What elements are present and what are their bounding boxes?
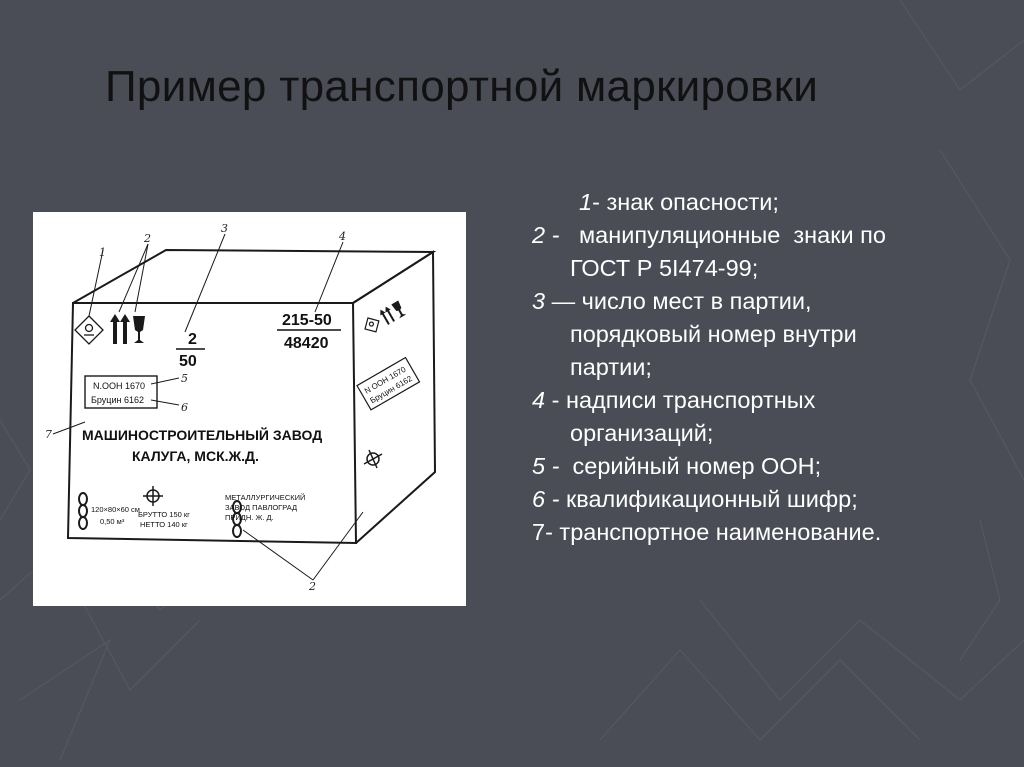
legend-text-7: 7- транспортное наименование. (532, 519, 882, 545)
callout-5: 5 (181, 372, 188, 385)
legend-text-5: серийный номер ООН; (565, 453, 822, 479)
legend-sep-4: - (545, 387, 566, 413)
legend-num-5: 5 - (532, 453, 566, 479)
callout-1: 1 (99, 246, 106, 259)
center-of-gravity-icon (143, 486, 163, 506)
un-number-box (84, 375, 158, 409)
legend-num-1: 1 (579, 189, 593, 215)
legend-text-1: знак опасности; (606, 189, 779, 215)
side-hazard-sign-icon (364, 317, 380, 333)
legend-sep-3: — (545, 288, 582, 314)
box-top-face (72, 248, 437, 304)
callout-7: 7 (45, 428, 52, 441)
legend-text-2b: ГОСТ Р 5I474-99; (570, 255, 759, 281)
side-un-box (356, 356, 421, 411)
legend-item-4: 4 - надписи транспортных организаций; (532, 384, 1002, 450)
legend-text-4b: организаций; (570, 420, 714, 446)
legend-text-6: квалификационный шифр; (565, 486, 858, 512)
legend-item-6: 6 - квалификационный шифр; (532, 483, 1002, 516)
box-drawing: 1 2 3 4 5 6 7 2 2 50 215-50 (45, 222, 437, 593)
legend-text-3c: партии; (570, 354, 652, 380)
destination-line1: МЕТАЛЛУРГИЧЕСКИЙ (225, 493, 305, 502)
callout-6: 6 (181, 401, 188, 414)
legend-item-7: 7- транспортное наименование. (532, 516, 1002, 549)
legend-item-2: 2 - манипуляционные знаки по ГОСТ Р 5I47… (532, 219, 1002, 285)
legend-num-6: 6 - (532, 486, 566, 512)
legend-text-4a: надписи транспортных (565, 387, 816, 413)
legend-list: 1- знак опасности; 2 - манипуляционные з… (532, 186, 1002, 549)
callout-4: 4 (338, 230, 346, 243)
manufacturer-line1: МАШИНОСТРОИТЕЛЬНЫЙ ЗАВОД (82, 426, 322, 443)
callout-2: 2 (143, 232, 151, 245)
legend-text-3a: число мест в партии, (581, 288, 812, 314)
callout-2-bottom: 2 (308, 580, 316, 593)
side-this-way-up-icon (380, 306, 395, 325)
side-fragile-glass-icon (391, 300, 407, 319)
legend-num-3: 3 (532, 288, 546, 314)
this-way-up-icon (110, 314, 130, 344)
box-marking-figure: 1 2 3 4 5 6 7 2 2 50 215-50 (33, 212, 466, 606)
legend-text-2a: манипуляционные знаки по (565, 222, 886, 248)
callout-3: 3 (221, 222, 228, 235)
center-of-gravity-side-icon (363, 449, 383, 469)
chain-sling-icon-2 (232, 500, 242, 538)
legend-num-4: 4 (532, 387, 546, 413)
places-top: 2 (188, 331, 197, 348)
gross-weight: БРУТТО 150 кг (138, 510, 190, 519)
transport-top: 215-50 (282, 312, 332, 329)
legend-num-2: 2 - (532, 222, 566, 248)
transport-bottom: 48420 (284, 335, 329, 352)
legend-item-5: 5 - серийный номер ООН; (532, 450, 1002, 483)
legend-sep-1: - (592, 189, 607, 215)
slide-title: Пример транспортной маркировки (105, 62, 819, 111)
box-side-face (352, 250, 437, 544)
net-weight: НЕТТО 140 кг (140, 520, 188, 529)
destination-line2: ЗАВОД ПАВЛОГРАД (225, 503, 297, 512)
places-bottom: 50 (179, 353, 197, 370)
hazard-sign-icon (74, 315, 104, 345)
fragile-glass-icon (133, 316, 145, 343)
dims-line1: 120×80×60 см (91, 505, 140, 514)
legend-item-3: 3 — число мест в партии, порядковый номе… (532, 285, 1002, 384)
manufacturer-line2: КАЛУГА, МСК.Ж.Д. (132, 448, 259, 464)
legend-item-1: 1- знак опасности; (532, 186, 1002, 219)
un-number: N.ООН 1670 (93, 381, 145, 391)
destination-line3: ПРИДН. Ж. Д. (225, 513, 274, 522)
dims-line2: 0,50 м³ (100, 517, 125, 526)
shipping-name: Бруцин 6162 (91, 395, 144, 405)
chain-sling-icon (78, 492, 88, 530)
legend-text-3b: порядковый номер внутри (570, 321, 857, 347)
